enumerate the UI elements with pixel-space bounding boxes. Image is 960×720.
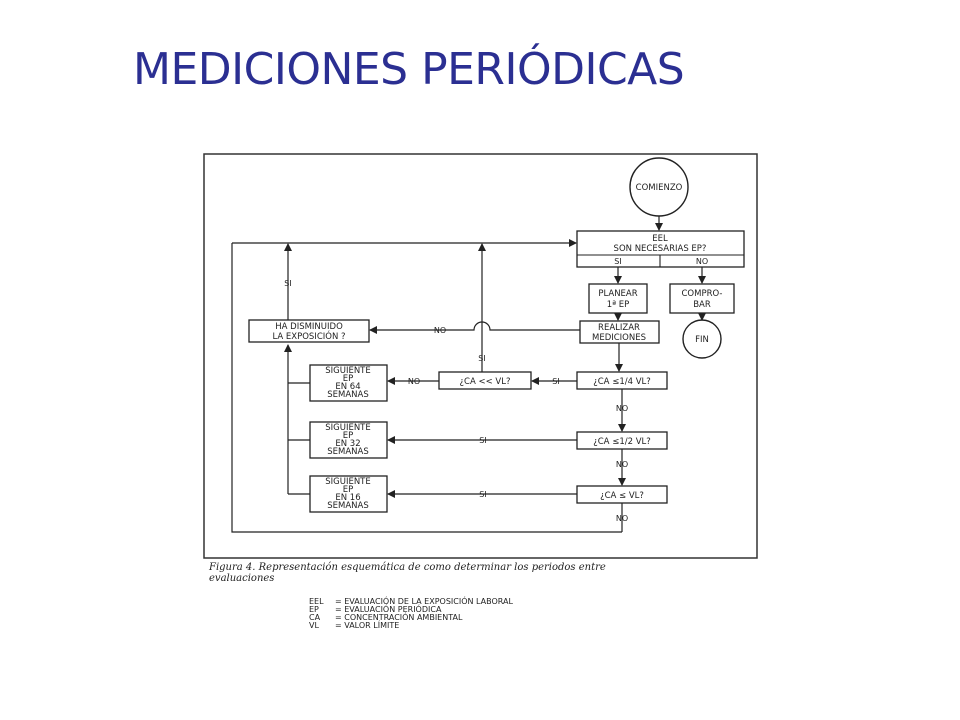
comprobar-line1: COMPRO- — [682, 289, 723, 299]
eel-si-label: SI — [614, 257, 621, 266]
figure-caption-line1: Figura 4. Representación esquemática de … — [208, 562, 606, 573]
eel-no-label: NO — [696, 257, 708, 266]
disminuido-line2: LA EXPOSICIÓN ? — [272, 330, 345, 342]
siguiente-32-line4: SEMANAS — [327, 447, 368, 457]
end-label: FIN — [695, 335, 709, 345]
siguiente-64-line1: SIGUIENTE — [325, 366, 371, 376]
disminuido-line1: HA DISMINUIDO — [275, 322, 343, 332]
siguiente-64-line4: SEMANAS — [327, 390, 368, 400]
legend-desc-1: = EVALUACIÓN PERIÓDICA — [335, 603, 442, 614]
ca-12-si-label: SI — [479, 436, 486, 445]
ca-vl-label: ¿CA ≤ VL? — [600, 491, 644, 501]
planear-line1: PLANEAR — [598, 289, 637, 299]
ca-14-no-label: NO — [616, 404, 628, 413]
comprobar-line2: BAR — [693, 300, 711, 310]
siguiente-64-line2: EP — [343, 374, 354, 384]
ca-vl-si-label: SI — [479, 490, 486, 499]
legend-desc-0: = EVALUACIÓN DE LA EXPOSICIÓN LABORAL — [335, 595, 513, 606]
siguiente-16-line4: SEMANAS — [327, 501, 368, 511]
ca-ll-si-label: SI — [478, 354, 485, 363]
realizar-no-label: NO — [434, 326, 446, 335]
siguiente-64-line3: EN 64 — [335, 382, 360, 392]
legend-desc-2: = CONCENTRACIÓN AMBIENTAL — [335, 611, 463, 622]
ca-ll-no-label: NO — [408, 377, 420, 386]
legend: EEL = EVALUACIÓN DE LA EXPOSICIÓN LABORA… — [309, 595, 513, 630]
slide-title: MEDICIONES PERIÓDICAS — [133, 44, 685, 95]
ca-12-label: ¿CA ≤1/2 VL? — [593, 437, 651, 447]
siguiente-32-line2: EP — [343, 431, 354, 441]
legend-abbr-2: CA — [309, 613, 321, 622]
siguiente-32-line1: SIGUIENTE — [325, 423, 371, 433]
siguiente-16-line2: EP — [343, 485, 354, 495]
ca-vl-no-label: NO — [616, 514, 628, 523]
ca-ll-label: ¿CA << VL? — [460, 377, 511, 387]
disminuido-box — [248, 319, 370, 343]
planear-line2: 1ª EP — [607, 300, 630, 310]
end-node — [682, 319, 722, 359]
realizar-line1: REALIZAR — [598, 323, 640, 333]
legend-abbr-0: EEL — [309, 597, 324, 606]
legend-abbr-1: EP — [309, 605, 319, 614]
ca-14-label: ¿CA ≤1/4 VL? — [593, 377, 651, 387]
disminuido-si-label: SI — [284, 279, 291, 288]
legend-abbr-3: VL — [309, 621, 319, 630]
siguiente-16-line3: EN 16 — [335, 493, 360, 503]
eel-decision-line1: EEL — [652, 234, 668, 244]
legend-desc-3: = VALOR LÍMITE — [335, 619, 399, 630]
figure-frame — [203, 153, 758, 559]
realizar-line2: MEDICIONES — [592, 333, 646, 343]
start-label: COMIENZO — [636, 183, 683, 193]
ca-12-no-label: NO — [616, 460, 628, 469]
figure-caption-line2: evaluaciones — [209, 573, 274, 584]
siguiente-32-line3: EN 32 — [335, 439, 360, 449]
ca-14-si-label: SI — [552, 377, 559, 386]
eel-decision-line2: SON NECESARIAS EP? — [614, 244, 707, 254]
siguiente-16-line1: SIGUIENTE — [325, 477, 371, 487]
